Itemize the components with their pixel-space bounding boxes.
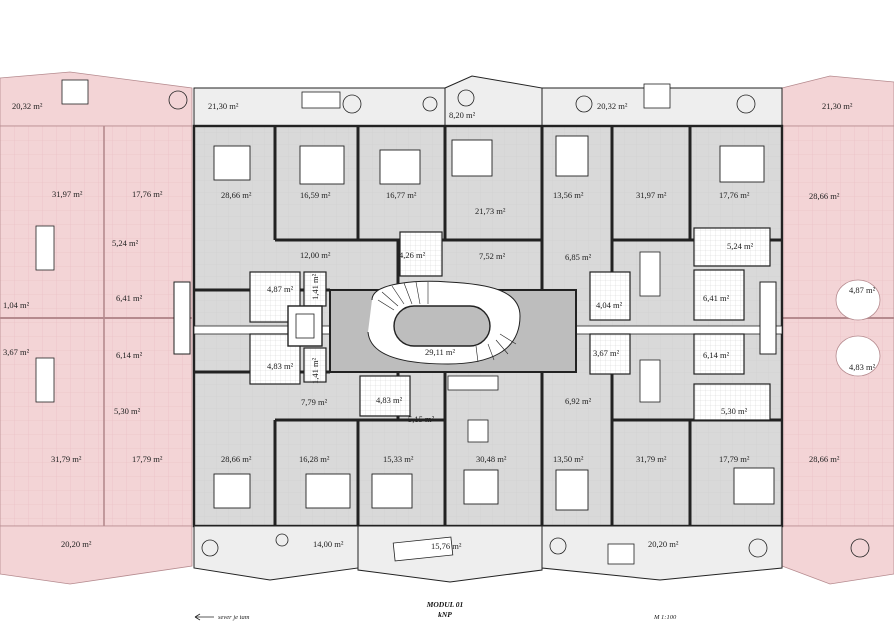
room-area-label: 20,20 m²: [648, 539, 679, 549]
adjacent-module-right: [781, 75, 894, 585]
room-area-label: 8,20 m²: [449, 110, 476, 120]
room-area-label: 13,50 m²: [553, 454, 584, 464]
room-area-label: 3,67 m²: [3, 347, 30, 357]
room-area-label: 5,15 m²: [408, 414, 435, 424]
room-area-label: 4,83 m²: [376, 395, 403, 405]
room-area-label: 28,66 m²: [809, 454, 840, 464]
room-area-label: 17,76 m²: [132, 189, 163, 199]
room-area-label: 28,66 m²: [221, 190, 252, 200]
room-area-label: 17,79 m²: [132, 454, 163, 464]
room-area-label: 5,24 m²: [112, 238, 139, 248]
room-area-label: 5,24 m²: [727, 241, 754, 251]
room-area-label: 15,33 m²: [383, 454, 414, 464]
main-module: [35, 75, 870, 583]
room-area-label: 16,77 m²: [386, 190, 417, 200]
room-area-label: 6,14 m²: [116, 350, 143, 360]
room-area-label: 29,11 m²: [425, 347, 456, 357]
room-area-label: 16,59 m²: [300, 190, 331, 200]
room-area-label: 6,14 m²: [703, 350, 730, 360]
room-area-label: 20,32 m²: [597, 101, 628, 111]
room-area-label: 31,97 m²: [636, 190, 667, 200]
room-area-label: 16,28 m²: [299, 454, 330, 464]
floor-label: kNP: [438, 610, 452, 619]
room-area-label: 6,41 m²: [703, 293, 730, 303]
room-area-label: 21,73 m²: [475, 206, 506, 216]
room-area-label: 15,76 m²: [431, 541, 462, 551]
room-area-label: 12,00 m²: [300, 250, 331, 260]
room-area-label: 21,30 m²: [822, 101, 853, 111]
room-area-label: 6,92 m²: [565, 396, 592, 406]
room-area-label: 7,52 m²: [479, 251, 506, 261]
room-area-label: 4,26 m²: [399, 250, 426, 260]
room-area-label: 7,79 m²: [301, 397, 328, 407]
room-area-label: 4,87 m²: [267, 284, 294, 294]
room-area-label: 31,79 m²: [51, 454, 82, 464]
scale-label: M 1:100: [653, 614, 677, 621]
room-area-label: 1,04 m²: [3, 300, 30, 310]
room-area-label: 4,87 m²: [849, 285, 876, 295]
room-area-labels: 20,32 m² 21,30 m² 8,20 m² 20,32 m² 21,30…: [3, 101, 876, 551]
room-area-label: 21,30 m²: [208, 101, 239, 111]
room-area-label: 6,85 m²: [565, 252, 592, 262]
module-title: MODUL 01: [426, 600, 464, 609]
adjacent-module-left: [0, 71, 193, 585]
room-area-label: 4,83 m²: [849, 362, 876, 372]
room-area-label: 28,66 m²: [221, 454, 252, 464]
room-area-label: 5,30 m²: [114, 406, 141, 416]
room-area-label: 4,83 m²: [267, 361, 294, 371]
room-area-label: 3,67 m²: [593, 348, 620, 358]
room-area-label: 1,41 m²: [310, 357, 320, 384]
room-area-label: 6,41 m²: [116, 293, 143, 303]
room-area-label: 31,97 m²: [52, 189, 83, 199]
room-area-label: 20,32 m²: [12, 101, 43, 111]
staircase: [367, 280, 521, 365]
room-area-label: 1,41 m²: [310, 273, 320, 300]
room-area-label: 17,79 m²: [719, 454, 750, 464]
room-area-label: 28,66 m²: [809, 191, 840, 201]
room-area-label: 20,20 m²: [61, 539, 92, 549]
room-area-label: 17,76 m²: [719, 190, 750, 200]
room-area-label: 14,00 m²: [313, 539, 344, 549]
room-area-label: 5,30 m²: [721, 406, 748, 416]
room-area-label: 31,79 m²: [636, 454, 667, 464]
room-area-label: 13,56 m²: [553, 190, 584, 200]
north-note: sever je tam: [218, 614, 250, 621]
room-area-label: 4,04 m²: [596, 300, 623, 310]
room-area-label: 30,48 m²: [476, 454, 507, 464]
north-arrow: [194, 613, 214, 621]
